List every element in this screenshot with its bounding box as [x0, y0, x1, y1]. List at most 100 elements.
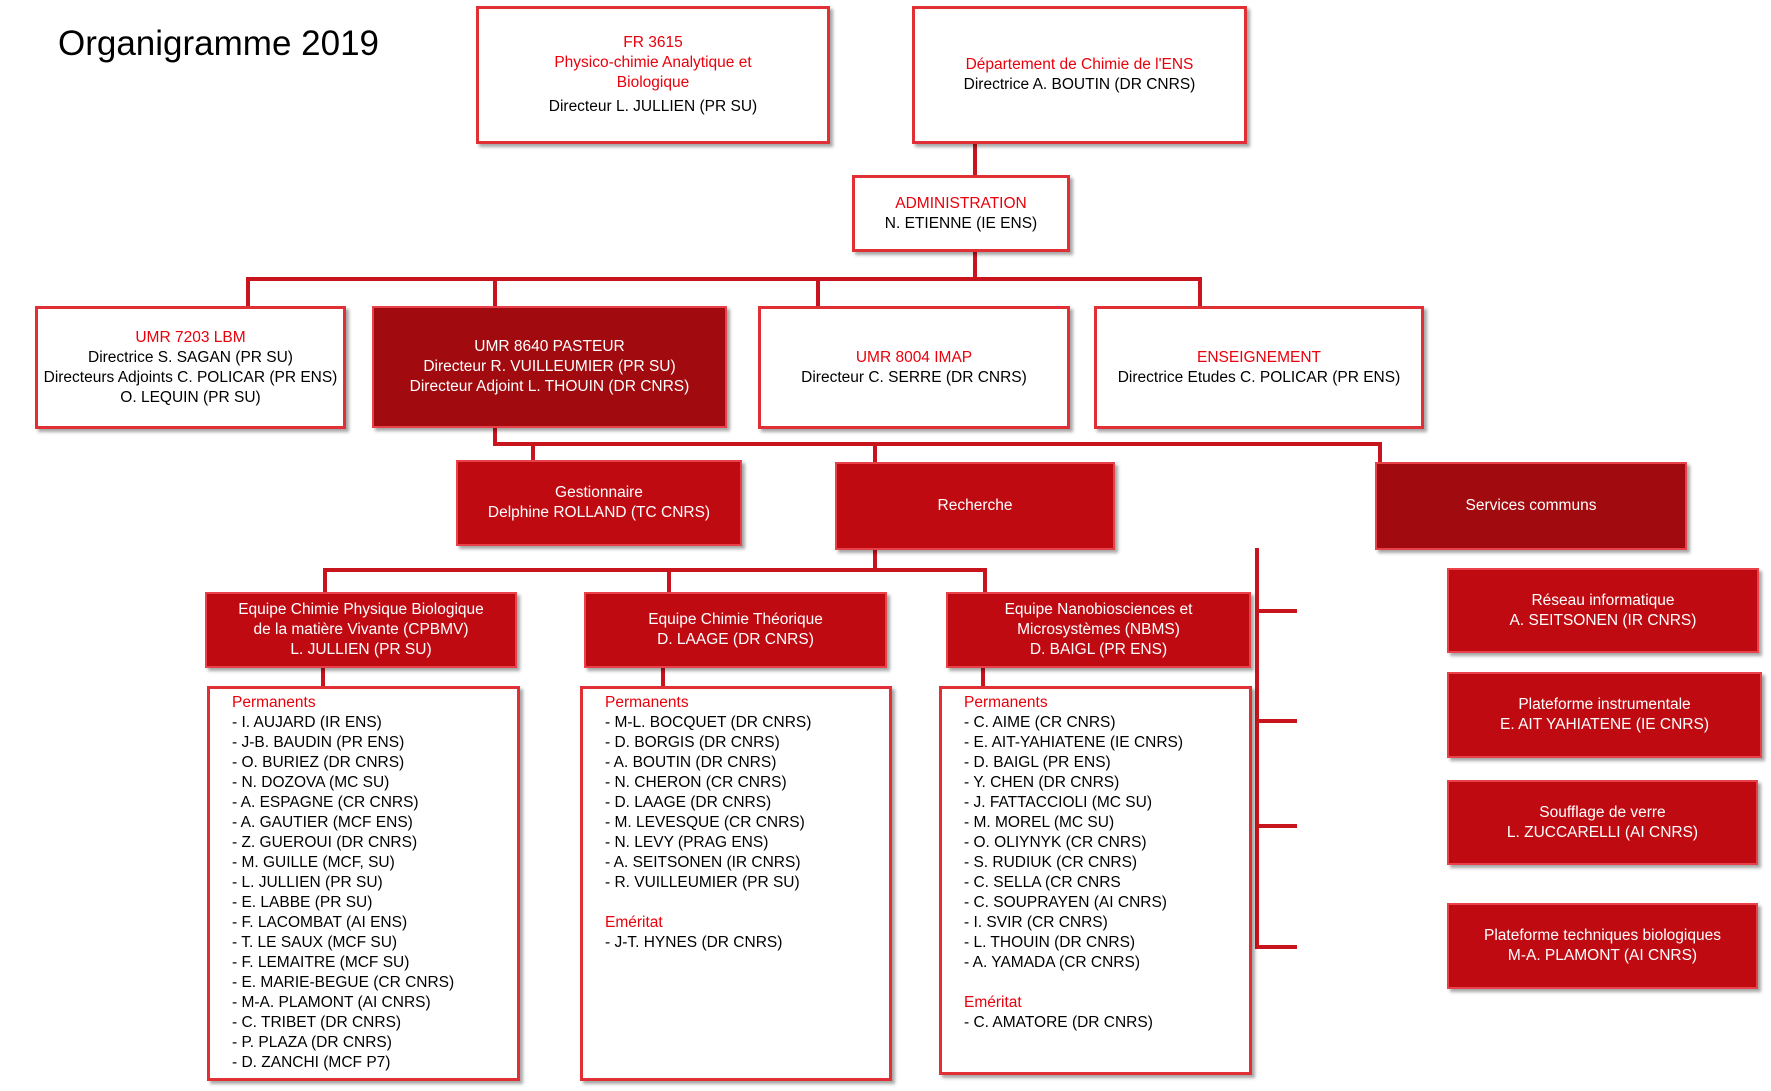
service-plateforme-instrumentale-label: Plateforme instrumentale — [1518, 696, 1691, 713]
cpbmv-members-list: Permanents - I. AUJARD (IR ENS) - J-B. BA… — [207, 686, 520, 1081]
member-item: - A. ESPAGNE (CR CNRS) — [232, 794, 419, 811]
team-theorique-box: Equipe Chimie Théorique D. LAAGE (DR CNR… — [584, 592, 887, 668]
member-item: - F. LACOMBAT (AI ENS) — [232, 914, 408, 931]
member-item: - M. LEVESQUE (CR CNRS) — [605, 814, 805, 831]
cpbmv-member-items: - I. AUJARD (IR ENS) - J-B. BAUDIN (PR EN… — [232, 713, 517, 1073]
administration-box: ADMINISTRATION N. ETIENNE (IE ENS) — [852, 175, 1070, 252]
member-item: - C. AMATORE (DR CNRS) — [964, 1014, 1153, 1031]
fr-code: FR 3615 — [623, 34, 683, 51]
member-item: - I. SVIR (CR CNRS) — [964, 914, 1108, 931]
member-item: - C. SELLA (CR CNRS — [964, 874, 1121, 891]
service-soufflage-person: L. ZUCCARELLI (AI CNRS) — [1506, 823, 1699, 841]
service-reseau-person: A. SEITSONEN (IR CNRS) — [1509, 611, 1697, 629]
service-reseau-label: Réseau informatique — [1531, 591, 1675, 609]
member-item: - S. RUDIUK (CR CNRS) — [964, 854, 1138, 871]
member-item: - A. BOUTIN (DR CNRS) — [605, 754, 777, 771]
member-item: - P. PLAZA (DR CNRS) — [232, 1034, 392, 1051]
member-item: - I. AUJARD (IR ENS) — [232, 714, 382, 731]
theorique-members-list: Permanents - M-L. BOCQUET (DR CNRS) - D. … — [580, 686, 892, 1081]
services-communs-label: Services communs — [1465, 497, 1597, 514]
theorique-emeritus-items: - J-T. HYNES (DR CNRS) — [605, 933, 889, 953]
administration-person: N. ETIENNE (IE ENS) — [884, 214, 1038, 232]
member-item: - L. JULLIEN (PR SU) — [232, 874, 383, 891]
services-communs-box: Services communs — [1375, 462, 1687, 550]
department-box: Département de Chimie de l'ENS Directric… — [912, 6, 1247, 144]
enseignement-director: Directrice Etudes C. POLICAR (PR ENS) — [1117, 368, 1401, 386]
member-item: - F. LEMAITRE (MCF SU) — [232, 954, 410, 971]
umr-8004-director: Directeur C. SERRE (DR CNRS) — [801, 368, 1027, 386]
member-item: - T. LE SAUX (MCF SU) — [232, 934, 398, 951]
department-name: Département de Chimie de l'ENS — [965, 56, 1194, 73]
cpbmv-permanents-header: Permanents — [232, 694, 316, 711]
theorique-permanents-header: Permanents — [605, 694, 689, 711]
theorique-emeritat-header: Eméritat — [605, 914, 663, 931]
umr-8640-deputy: Directeur Adjoint L. THOUIN (DR CNRS) — [409, 378, 690, 395]
umr-7203-name: UMR 7203 LBM — [135, 328, 246, 346]
team-theorique-leader: D. LAAGE (DR CNRS) — [657, 631, 814, 648]
service-reseau-box: Réseau informatique A. SEITSONEN (IR CNR… — [1447, 568, 1759, 653]
team-nbms-box: Equipe Nanobiosciences et Microsystèmes … — [946, 592, 1251, 668]
member-item: - M-A. PLAMONT (AI CNRS) — [232, 994, 431, 1011]
member-item: - M. MOREL (MC SU) — [964, 814, 1115, 831]
member-item: - C. SOUPRAYEN (AI CNRS) — [964, 894, 1167, 911]
service-techniques-bio-person: M-A. PLAMONT (AI CNRS) — [1507, 947, 1698, 964]
member-item: - A. GAUTIER (MCF ENS) — [232, 814, 413, 831]
member-item: - Y. CHEN (DR CNRS) — [964, 774, 1120, 791]
service-techniques-bio-label: Plateforme techniques biologiques — [1484, 927, 1721, 944]
member-item: - M. GUILLE (MCF, SU) — [232, 854, 395, 871]
team-theorique-line1: Equipe Chimie Théorique — [648, 611, 823, 628]
service-plateforme-instrumentale-person: E. AIT YAHIATENE (IE CNRS) — [1499, 716, 1709, 733]
gestionnaire-person: Delphine ROLLAND (TC CNRS) — [487, 504, 711, 521]
member-item: - C. TRIBET (DR CNRS) — [232, 1014, 402, 1031]
service-techniques-bio-box: Plateforme techniques biologiques M-A. P… — [1447, 903, 1758, 989]
service-soufflage-label: Soufflage de verre — [1539, 803, 1666, 821]
team-cpbmv-leader: L. JULLIEN (PR SU) — [290, 641, 432, 658]
member-item: - O. OLIYNYK (CR CNRS) — [964, 834, 1147, 851]
team-nbms-line2: Microsystèmes (NBMS) — [1017, 621, 1180, 638]
member-item: - N. DOZOVA (MC SU) — [232, 774, 390, 791]
member-item: - D. LAAGE (DR CNRS) — [605, 794, 772, 811]
team-cpbmv-box: Equipe Chimie Physique Biologique de la … — [205, 592, 517, 668]
umr-8004-box: UMR 8004 IMAP Directeur C. SERRE (DR CNR… — [758, 306, 1070, 429]
umr-7203-deputies: Directeurs Adjoints C. POLICAR (PR ENS) — [43, 368, 338, 386]
fr-3615-box: FR 3615 Physico-chimie Analytique et Bio… — [476, 6, 830, 144]
team-cpbmv-line2: de la matière Vivante (CPBMV) — [253, 621, 469, 638]
recherche-box: Recherche — [835, 462, 1115, 550]
umr-8640-director: Directeur R. VUILLEUMIER (PR SU) — [423, 358, 676, 375]
enseignement-name: ENSEIGNEMENT — [1196, 348, 1321, 366]
member-item: - J-B. BAUDIN (PR ENS) — [232, 734, 405, 751]
umr-7203-deputy: O. LEQUIN (PR SU) — [120, 388, 261, 406]
team-nbms-leader: D. BAIGL (PR ENS) — [1029, 641, 1168, 658]
member-item: - A. YAMADA (CR CNRS) — [964, 954, 1140, 971]
fr-name-line2: Biologique — [616, 74, 690, 91]
member-item: - D. ZANCHI (MCF P7) — [232, 1054, 391, 1071]
nbms-permanents-header: Permanents — [964, 694, 1048, 711]
nbms-member-items: - C. AIME (CR CNRS)- E. AIT-YAHIATENE (I… — [964, 713, 1249, 973]
enseignement-box: ENSEIGNEMENT Directrice Etudes C. POLICA… — [1094, 306, 1424, 429]
member-item: - A. SEITSONEN (IR CNRS) — [605, 854, 801, 871]
administration-name: ADMINISTRATION — [895, 194, 1027, 212]
member-item: - E. LABBE (PR SU) — [232, 894, 373, 911]
umr-8640-name: UMR 8640 PASTEUR — [474, 338, 625, 355]
member-item: - Z. GUEROUI (DR CNRS) — [232, 834, 418, 851]
team-nbms-line1: Equipe Nanobiosciences et — [1004, 601, 1193, 618]
department-director: Directrice A. BOUTIN (DR CNRS) — [963, 76, 1196, 93]
umr-7203-director: Directrice S. SAGAN (PR SU) — [88, 348, 293, 366]
umr-8640-box: UMR 8640 PASTEUR Directeur R. VUILLEUMIE… — [372, 306, 727, 428]
gestionnaire-label: Gestionnaire — [555, 484, 643, 501]
team-cpbmv-line1: Equipe Chimie Physique Biologique — [238, 601, 484, 618]
member-item: - E. AIT-YAHIATENE (IE CNRS) — [964, 734, 1184, 751]
nbms-members-list: Permanents - C. AIME (CR CNRS)- E. AIT-Y… — [939, 686, 1252, 1075]
gestionnaire-box: Gestionnaire Delphine ROLLAND (TC CNRS) — [456, 460, 742, 546]
member-item: - D. BORGIS (DR CNRS) — [605, 734, 780, 751]
member-item: - L. THOUIN (DR CNRS) — [964, 934, 1136, 951]
theorique-member-items: - M-L. BOCQUET (DR CNRS) - D. BORGIS (DR … — [605, 713, 889, 893]
fr-name-line1: Physico-chimie Analytique et — [554, 54, 752, 71]
page-title: Organigramme 2019 — [58, 24, 379, 63]
umr-7203-box: UMR 7203 LBM Directrice S. SAGAN (PR SU)… — [35, 306, 346, 429]
member-item: - M-L. BOCQUET (DR CNRS) — [605, 714, 812, 731]
member-item: - O. BURIEZ (DR CNRS) — [232, 754, 405, 771]
member-item: - N. LEVY (PRAG ENS) — [605, 834, 769, 851]
nbms-emeritat-header: Eméritat — [964, 994, 1022, 1011]
